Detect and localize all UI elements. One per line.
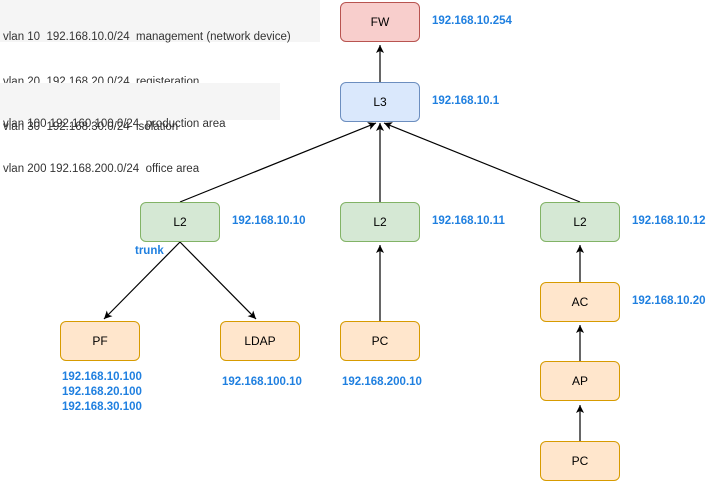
node-l2-left-label: L2 <box>173 215 187 229</box>
node-l2-mid: L2 <box>340 202 420 242</box>
node-l2-right: L2 <box>540 202 620 242</box>
l3-ip: 192.168.10.1 <box>432 95 500 107</box>
l2-mid-ip: 192.168.10.11 <box>432 215 505 227</box>
pf-ip-3: 192.168.30.100 <box>62 401 142 413</box>
node-pf-label: PF <box>92 334 108 348</box>
node-ac-label: AC <box>571 295 589 309</box>
node-pf: PF <box>60 321 140 361</box>
node-ldap: LDAP <box>220 321 300 361</box>
vlan-200-line: vlan 200 192.168.200.0/24 office area <box>3 163 200 175</box>
pc-mid-ip: 192.168.200.10 <box>342 376 422 388</box>
node-pc-right: PC <box>540 441 620 481</box>
node-pc-mid-label: PC <box>371 334 389 348</box>
node-pc-mid: PC <box>340 321 420 361</box>
ac-ip: 192.168.10.20 <box>632 295 706 307</box>
node-l2-mid-label: L2 <box>373 215 387 229</box>
ldap-ip: 192.168.100.10 <box>222 376 302 388</box>
trunk-label: trunk <box>135 245 164 257</box>
vlan-30-line: vlan 30 192.168.30.0/24 isolation <box>3 121 179 133</box>
pf-ip-2: 192.168.20.100 <box>62 386 142 398</box>
node-ldap-label: LDAP <box>244 334 276 348</box>
vlan-10-line: vlan 10 192.168.10.0/24 management (netw… <box>3 31 291 43</box>
node-l3: L3 <box>340 82 420 122</box>
l2-left-ip: 192.168.10.10 <box>232 215 306 227</box>
edge-l2-left-to-pf <box>103 241 181 320</box>
node-fw: FW <box>340 2 420 42</box>
node-pc-right-label: PC <box>571 454 589 468</box>
node-ap-label: AP <box>571 374 588 388</box>
node-l3-label: L3 <box>373 95 387 109</box>
node-fw-label: FW <box>370 15 390 29</box>
node-ac: AC <box>540 282 620 322</box>
pf-ip-1: 192.168.10.100 <box>62 371 142 383</box>
edge-l2-left-to-ldap <box>179 241 257 320</box>
node-l2-left: L2 <box>140 202 220 242</box>
l2-right-ip: 192.168.10.12 <box>632 215 706 227</box>
edge-l2-right-to-l3 <box>383 122 581 203</box>
vlan-100-line: vlan 100 192.160.100.0/24 production are… <box>3 118 226 130</box>
fw-ip: 192.168.10.254 <box>432 15 512 27</box>
node-l2-right-label: L2 <box>573 215 587 229</box>
node-ap: AP <box>540 361 620 401</box>
vlan-legend-mid: vlan 100 192.160.100.0/24 production are… <box>0 83 280 175</box>
edge-l2-left-to-l3 <box>179 122 377 203</box>
